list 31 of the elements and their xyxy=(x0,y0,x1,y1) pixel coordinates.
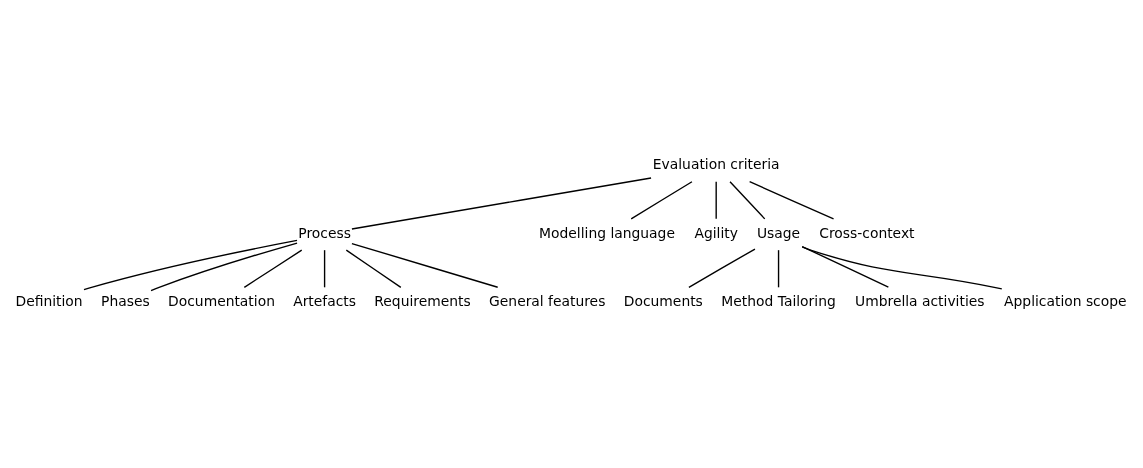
connector xyxy=(323,248,326,288)
connector xyxy=(243,248,303,288)
connector xyxy=(729,180,766,220)
connector xyxy=(777,248,780,288)
connector xyxy=(83,239,298,290)
connector xyxy=(630,180,693,220)
node-text: Application scope xyxy=(1004,292,1127,309)
connector xyxy=(801,245,1003,290)
node-text: Phases xyxy=(101,292,150,309)
node-text: Definition xyxy=(15,292,83,309)
node-text: General features xyxy=(489,292,606,309)
node-text: Modelling language xyxy=(539,224,675,241)
connector xyxy=(150,241,298,291)
connector xyxy=(688,247,756,288)
connector xyxy=(351,242,499,288)
node-text: Evaluation criteria xyxy=(652,155,780,172)
node-text: Documentation xyxy=(168,292,275,309)
node-text: Documents xyxy=(623,292,703,309)
node-text: Cross-context xyxy=(819,224,915,241)
node-text: Process xyxy=(298,224,351,241)
connector xyxy=(345,248,402,288)
connector xyxy=(715,180,717,220)
connector xyxy=(748,180,835,220)
connector xyxy=(801,245,890,288)
node-text: Artefacts xyxy=(293,292,356,309)
node-text: Requirements xyxy=(374,292,471,309)
connector xyxy=(351,176,652,230)
node-text: Umbrella activities xyxy=(855,292,985,309)
node-text: Usage xyxy=(756,224,801,241)
node-text: Agility xyxy=(694,224,738,241)
node-text: Method Tailoring xyxy=(721,292,836,309)
